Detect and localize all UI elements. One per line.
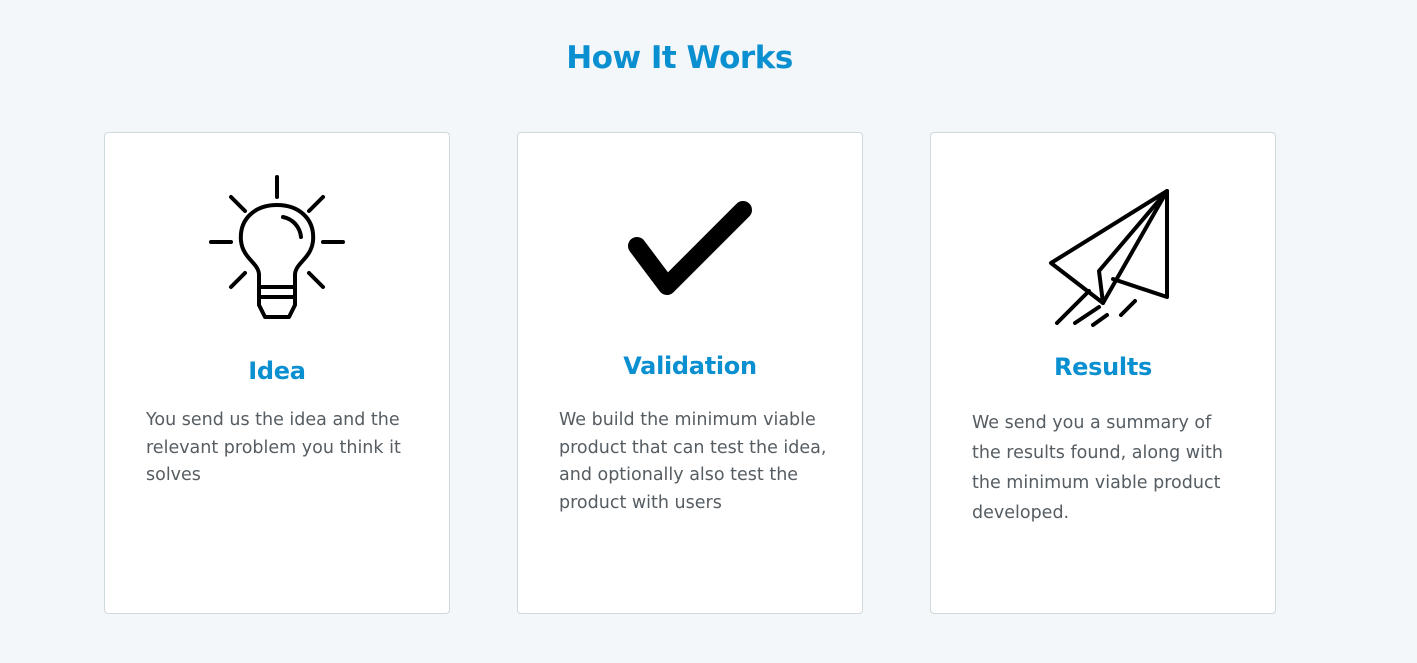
card-title: Results xyxy=(1053,353,1152,381)
card-description: You send us the idea and the relevant pr… xyxy=(146,410,401,485)
card-title: Validation xyxy=(623,352,757,380)
card-idea: Idea You send us the idea and the releva… xyxy=(104,132,450,614)
section-title: How It Works xyxy=(566,40,793,76)
card-description: We build the minimum viable product that… xyxy=(559,410,827,513)
lightbulb-icon xyxy=(105,175,449,325)
card-title: Idea xyxy=(248,357,306,385)
checkmark-icon xyxy=(518,199,862,299)
card-validation: Validation We build the minimum viable p… xyxy=(517,132,863,614)
paper-plane-icon xyxy=(931,189,1275,329)
card-results: Results We send you a summary of the res… xyxy=(930,132,1276,614)
card-description: We send you a summary of the results fou… xyxy=(972,413,1223,523)
